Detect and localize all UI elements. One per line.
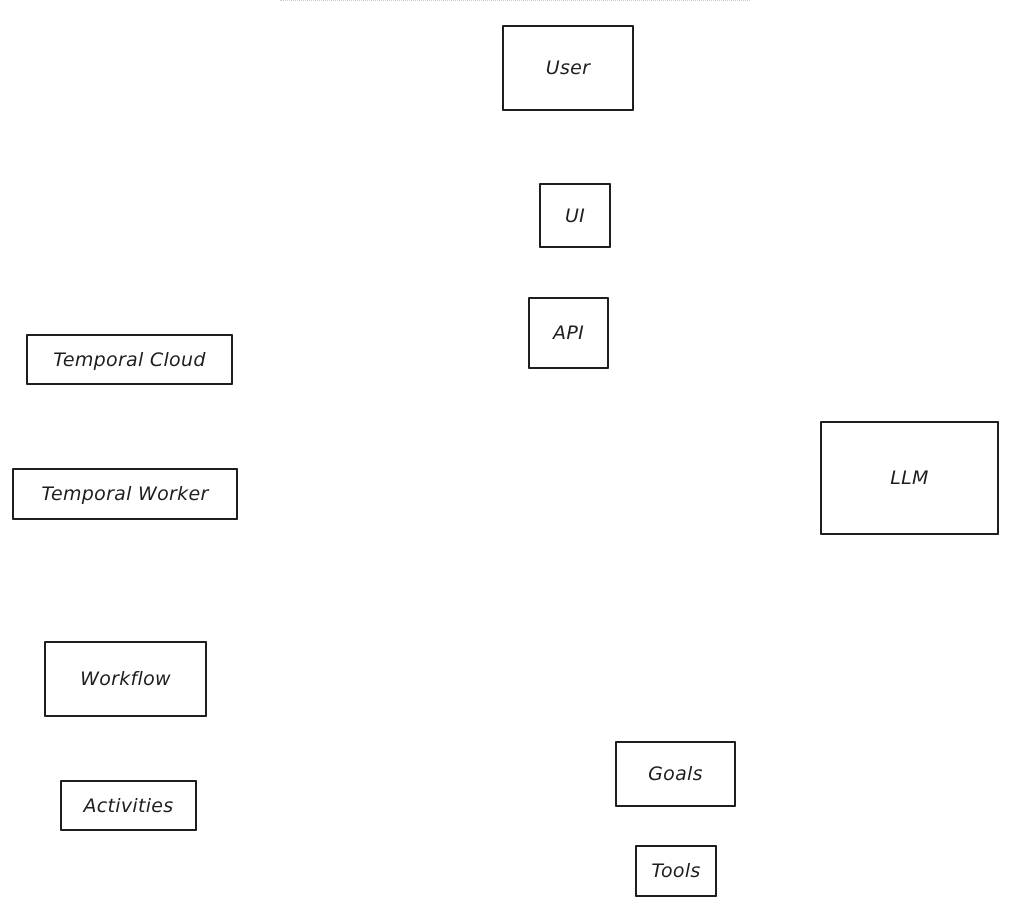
node-label: Workflow [80, 668, 171, 690]
node-goals[interactable]: Goals [615, 741, 736, 807]
node-label: Temporal Worker [41, 483, 209, 505]
node-ui[interactable]: UI [539, 183, 611, 248]
node-label: UI [564, 204, 586, 227]
node-label: Goals [648, 763, 703, 785]
node-label: User [545, 57, 591, 79]
node-tools[interactable]: Tools [635, 845, 717, 897]
node-api[interactable]: API [528, 297, 609, 369]
cropped-top-text [280, 0, 750, 4]
node-label: LLM [890, 467, 929, 489]
node-label: Tools [651, 860, 701, 882]
node-temporal-worker[interactable]: Temporal Worker [12, 468, 238, 520]
node-label: Temporal Cloud [53, 348, 206, 371]
node-user[interactable]: User [502, 25, 634, 111]
node-activities[interactable]: Activities [60, 780, 197, 831]
node-workflow[interactable]: Workflow [44, 641, 207, 717]
node-label: Activities [83, 794, 174, 817]
node-llm[interactable]: LLM [820, 421, 999, 535]
node-label: API [553, 322, 584, 344]
node-temporal-cloud[interactable]: Temporal Cloud [26, 334, 233, 385]
